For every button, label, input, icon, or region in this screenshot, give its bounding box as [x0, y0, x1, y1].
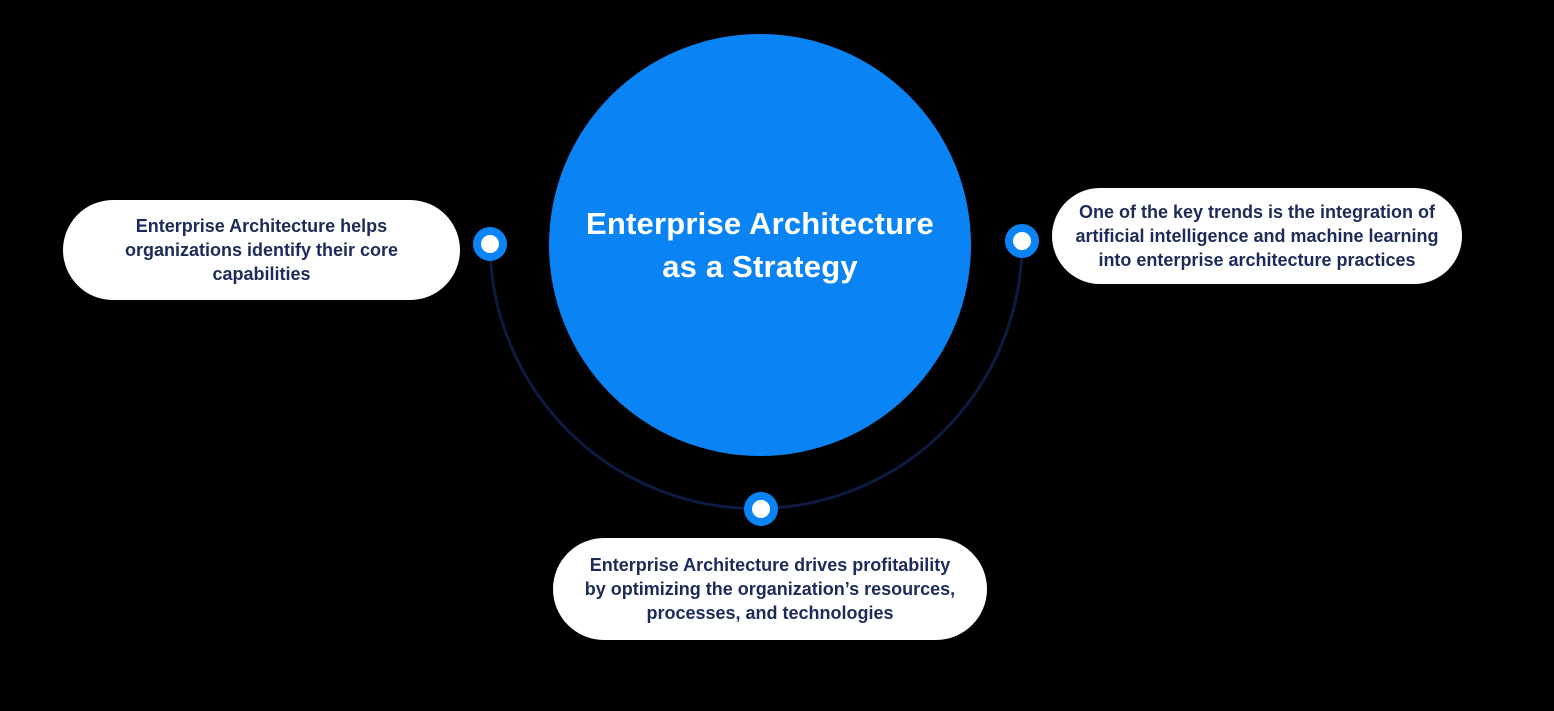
connector-dot-bottom[interactable] [744, 492, 778, 526]
topic-node-right[interactable]: One of the key trends is the integration… [1052, 188, 1462, 284]
central-topic-title-line1: Enterprise Architecture [585, 206, 934, 241]
topic-node-left-text-line1: Enterprise Architecture helps [135, 216, 388, 236]
topic-node-right-text-line1: One of the key trends is the integration… [1078, 202, 1436, 222]
topic-node-left-text-line2: organizations identify their core [124, 240, 399, 260]
topic-node-bottom-text-line3: processes, and technologies [646, 603, 894, 623]
central-topic-title-line2: as a Strategy [662, 249, 858, 284]
connector-dot-left[interactable] [473, 227, 507, 261]
topic-node-right-text-line3: into enterprise architecture practices [1098, 250, 1416, 270]
topic-node-left-text-line3: capabilities [212, 264, 311, 284]
topic-node-bottom-text-line2: by optimizing the organization’s resourc… [584, 579, 956, 599]
central-topic-title: Enterprise Architecture as a Strategy [586, 202, 934, 288]
central-topic-node[interactable]: Enterprise Architecture as a Strategy [549, 34, 971, 456]
topic-node-bottom[interactable]: Enterprise Architecture drives profitabi… [553, 538, 987, 640]
topic-node-right-text-line2: artificial intelligence and machine lear… [1075, 226, 1439, 246]
topic-node-bottom-text-line1: Enterprise Architecture drives profitabi… [589, 555, 951, 575]
topic-node-left[interactable]: Enterprise Architecture helps organizati… [63, 200, 460, 300]
connector-dot-right[interactable] [1005, 224, 1039, 258]
